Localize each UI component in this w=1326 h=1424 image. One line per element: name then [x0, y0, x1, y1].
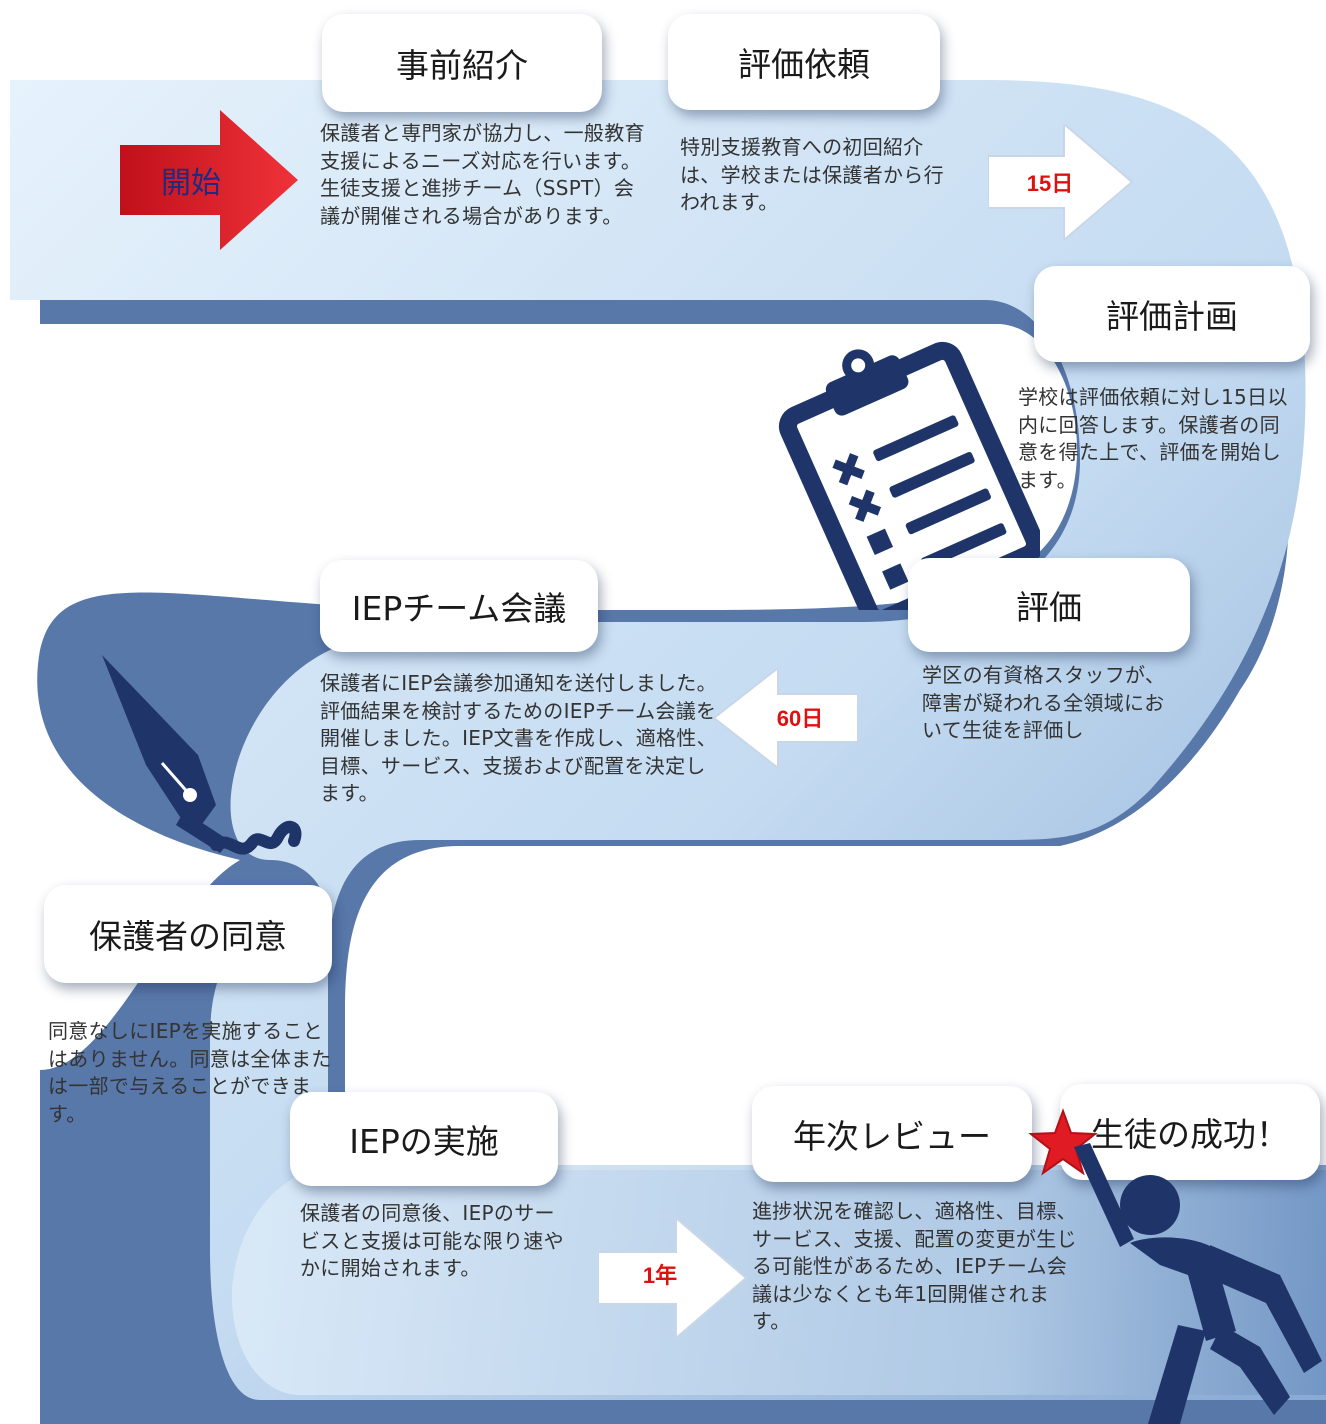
assessment-box: 評価 — [908, 558, 1190, 652]
assessment-text: 学区の有資格スタッフが、障害が疑われる全領域において生徒を評価し — [922, 663, 1166, 742]
annual-review-title: 年次レビュー — [793, 1117, 991, 1156]
assessment-plan-title: 評価計画 — [1106, 297, 1238, 336]
road-band — [10, 80, 1326, 1400]
timeline-arrow-1-year — [598, 1218, 748, 1338]
annual-review-text: 進捗状況を確認し、適格性、目標、サービス、支援、配置の変更が生じる可能性があるた… — [752, 1199, 1077, 1333]
student-success-title: 生徒の成功！ — [1091, 1115, 1289, 1154]
fountain-pen-icon — [102, 655, 302, 855]
start-arrow — [120, 110, 298, 250]
road-lower-band — [231, 1165, 1326, 1395]
referral-text: 特別支援教育への初回紹介は、学校または保護者から行われます。 — [680, 135, 944, 214]
timeline-label-15-days: 15日 — [1026, 171, 1074, 196]
referral-box: 評価依頼 — [668, 14, 940, 110]
iep-implementation-title: IEPの実施 — [349, 1122, 499, 1161]
checklist-marks — [832, 415, 1007, 590]
annual-review-box: 年次レビュー — [752, 1086, 1032, 1182]
iep-meeting-box: IEPチーム会議 — [320, 560, 598, 652]
pre-referral-text: 保護者と専門家が協力し、一般教育支援によるニーズ対応を行います。生徒支援と進捗チ… — [320, 121, 645, 228]
parent-consent-box: 保護者の同意 — [44, 885, 332, 983]
student-success-box: 生徒の成功！ — [1060, 1084, 1320, 1180]
running-student-icon — [1074, 1143, 1322, 1424]
iep-meeting-title: IEPチーム会議 — [351, 589, 567, 628]
pre-referral-box: 事前紹介 — [322, 14, 602, 112]
assessment-title: 評価 — [1016, 588, 1082, 627]
timeline-label-1-year: 1年 — [642, 1263, 678, 1288]
assessment-plan-text: 学校は評価依頼に対し15日以内に回答します。保護者の同意を得た上で、評価を開始し… — [1018, 385, 1288, 492]
referral-title: 評価依頼 — [738, 45, 870, 84]
iep-implementation-box: IEPの実施 — [290, 1092, 558, 1186]
star-icon — [1028, 1108, 1098, 1176]
timeline-label-60-days: 60日 — [776, 706, 824, 731]
timeline-arrow-15-days — [988, 124, 1134, 240]
parent-consent-text: 同意なしにIEPを実施することはありません。同意は全体または一部で与えることがで… — [48, 1019, 332, 1126]
start-label: 開始 — [161, 166, 221, 201]
iep-meeting-text: 保護者にIEP会議参加通知を送付しました。評価結果を検討するためのIEPチーム会… — [320, 671, 717, 805]
iep-implementation-text: 保護者の同意後、IEPのサービスと支援は可能な限り速やかに開始されます。 — [300, 1201, 564, 1280]
timeline-arrow-60-days — [712, 668, 858, 768]
assessment-plan-box: 評価計画 — [1034, 266, 1310, 362]
parent-consent-title: 保護者の同意 — [89, 917, 287, 956]
pre-referral-title: 事前紹介 — [396, 46, 528, 85]
